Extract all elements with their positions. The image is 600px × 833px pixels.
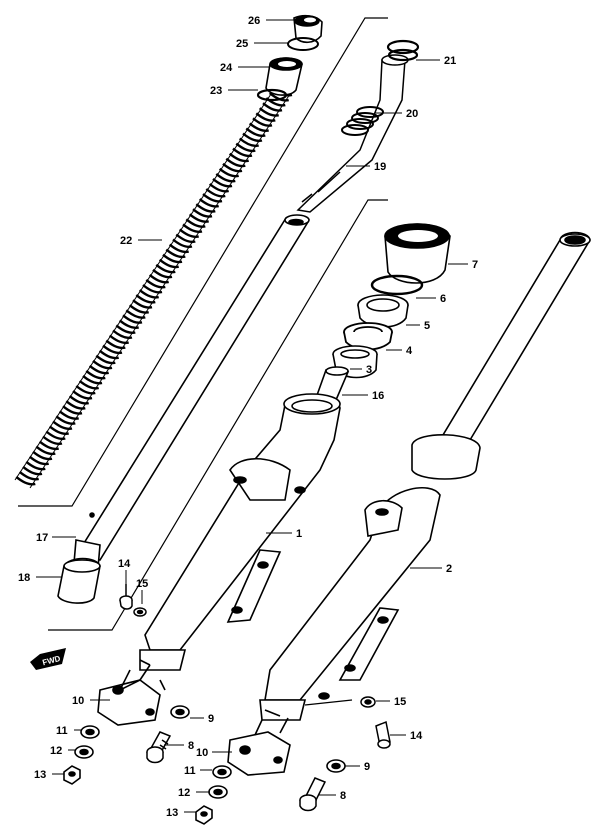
callout-16: 16 [372,390,384,402]
washer-right-9 [326,759,346,773]
inner-tube-left-bottom [57,557,101,604]
callout-12-left: 12 [50,745,62,757]
callout-8-right: 8 [340,790,346,802]
callout-14-left: 14 [118,558,131,570]
axle-holder-left [97,664,161,726]
drain-screw-right [375,720,391,749]
axle-bolt-right [299,777,327,812]
axle-bolt-left [146,731,172,764]
callout-9-right: 9 [364,761,370,773]
callout-10-left: 10 [72,695,84,707]
callout-11-left: 11 [56,725,68,737]
callout-13-right: 13 [166,807,178,819]
spring-washer-left-12 [74,745,94,759]
nut-right-13 [195,805,213,825]
spring-washer [256,88,288,102]
drain-gasket-left [133,607,147,617]
callout-14-right: 14 [410,730,423,742]
callout-17: 17 [36,532,48,544]
spring-spacer [265,57,303,96]
damper-rod [296,54,409,213]
callout-11-right: 11 [184,765,196,777]
callout-26: 26 [248,15,260,27]
callout-21: 21 [444,55,456,67]
cap-o-ring [287,37,319,51]
fork-cap-bolt [293,14,323,44]
callout-labels: 26 25 24 23 21 20 19 22 7 6 5 4 3 16 1 2… [18,15,478,819]
callout-7: 7 [472,259,478,271]
callout-15-right: 15 [394,696,406,708]
outer-tube-right [259,434,481,721]
callout-18: 18 [18,572,30,584]
callout-23: 23 [210,85,222,97]
spring-washer-right-12 [208,785,228,799]
washer-left-9 [170,705,190,719]
callout-4: 4 [406,345,413,357]
forward-arrow-icon: FWD [30,648,66,670]
rod-piston-ring [386,39,420,62]
callout-1: 1 [296,528,302,540]
callout-2: 2 [446,563,452,575]
outer-tube-left [129,393,341,691]
callout-20: 20 [406,108,418,120]
washer-left-11 [80,725,100,739]
callout-8-left: 8 [188,740,194,752]
callout-19: 19 [374,161,386,173]
assembly-bracket-left [18,17,388,706]
oil-seal-retainer [343,322,393,351]
leader-lines [36,19,468,813]
inner-tube-right [438,231,591,441]
circlip [370,274,424,296]
callout-15-left: 15 [136,578,148,590]
callout-24: 24 [220,62,233,74]
inner-tube-left [74,214,310,561]
callout-13-left: 13 [34,769,46,781]
callout-22: 22 [120,235,132,247]
callout-9-left: 9 [208,713,214,725]
drain-gasket-right [360,696,376,708]
nut-left-13 [63,765,81,785]
rebound-spring [341,106,384,136]
dust-seal [384,223,451,284]
axle-holder-right [227,717,291,776]
callout-6: 6 [440,293,446,305]
callout-5: 5 [424,320,430,332]
callout-25: 25 [236,38,248,50]
washer-right-11 [212,765,232,779]
callout-3: 3 [366,364,372,376]
callout-10-right: 10 [196,747,208,759]
callout-12-right: 12 [178,787,190,799]
oil-seal [357,294,409,328]
